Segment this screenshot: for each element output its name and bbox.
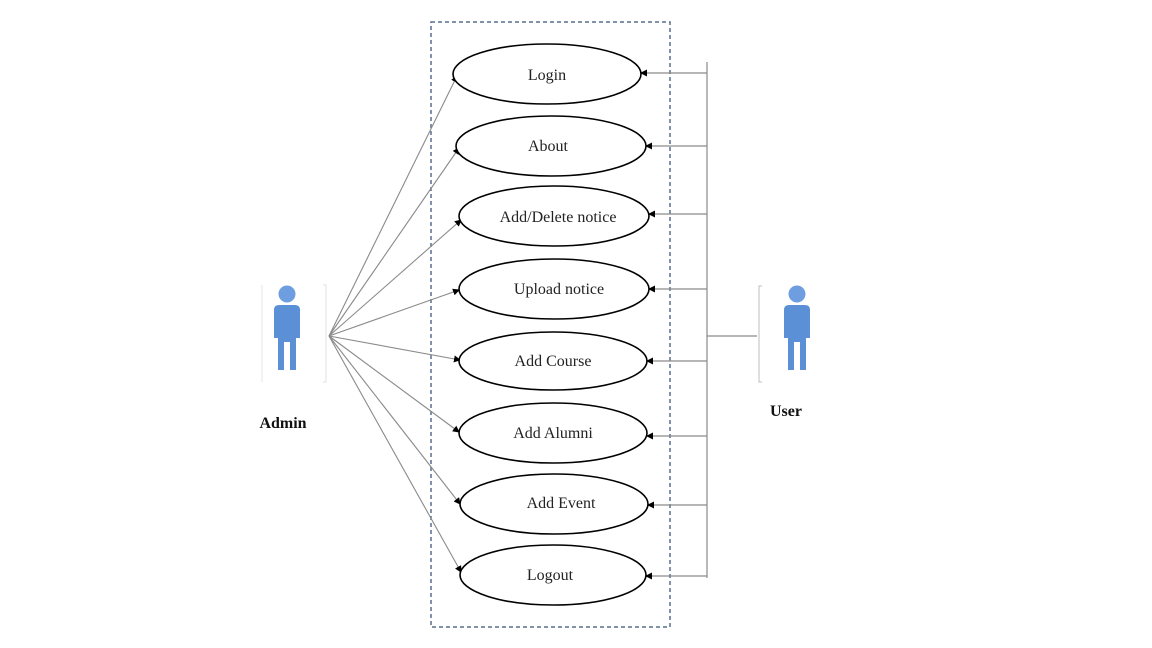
use-case-about[interactable]: About: [455, 115, 647, 177]
admin-figure-icon: [261, 284, 327, 383]
use-case-label: Add Event: [527, 495, 596, 512]
admin-association-add-event: [328, 335, 461, 505]
use-case-add-course[interactable]: Add Course: [458, 331, 648, 391]
admin-association-add-course: [328, 335, 461, 363]
use-case-label: Upload notice: [514, 281, 604, 298]
use-case-label: Add Course: [515, 353, 592, 370]
admin-frame-bracket-right: [323, 284, 327, 383]
use-case-label: About: [528, 138, 569, 155]
admin-association-add-delete-notice: [328, 219, 462, 337]
use-case-label: Add/Delete notice: [500, 209, 617, 226]
admin-label: Admin: [259, 415, 306, 432]
system-boundary: [430, 21, 671, 628]
user-frame-bracket: [758, 285, 762, 383]
admin-association-logout: [328, 335, 462, 573]
use-case-login[interactable]: Login: [452, 43, 642, 105]
use-case-upload-notice[interactable]: Upload notice: [458, 258, 650, 320]
user-associations: [640, 62, 762, 580]
admin-association-login: [328, 75, 458, 337]
admin-association-about: [328, 147, 460, 337]
use-case-label: Logout: [527, 567, 574, 584]
use-cases: Login About Add/Delete notice Upload not…: [452, 43, 650, 606]
use-case-add-event[interactable]: Add Event: [459, 473, 649, 535]
admin-association-add-alumni: [328, 335, 460, 433]
user-actor[interactable]: User: [770, 285, 810, 421]
use-case-label: Add Alumni: [513, 425, 593, 442]
admin-actor[interactable]: Admin: [259, 284, 327, 432]
use-case-add-alumni[interactable]: Add Alumni: [458, 402, 648, 464]
admin-association-upload-notice: [328, 288, 460, 337]
use-case-logout[interactable]: Logout: [459, 544, 647, 606]
user-label: User: [770, 403, 802, 420]
admin-associations: [328, 75, 462, 573]
use-case-label: Login: [528, 67, 566, 84]
user-figure-icon: [784, 285, 810, 370]
use-case-add-delete-notice[interactable]: Add/Delete notice: [458, 185, 650, 247]
